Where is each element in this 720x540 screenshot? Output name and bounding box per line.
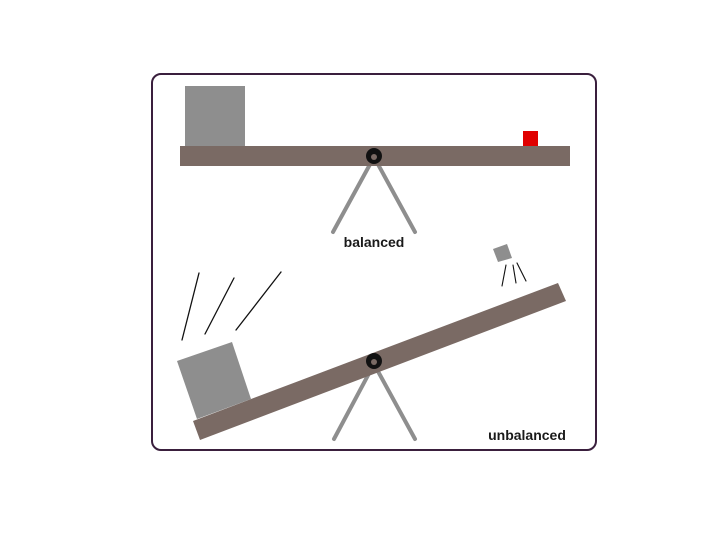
large-block — [185, 86, 245, 146]
light-block — [493, 244, 512, 262]
unbalanced-support-left-leg — [332, 362, 376, 441]
motion-line — [516, 262, 527, 282]
unbalanced-label: unbalanced — [488, 427, 566, 443]
motion-line — [501, 264, 507, 287]
heavy-block — [177, 342, 251, 419]
balanced-support-right-leg — [372, 155, 417, 234]
heavy-block-motion-lines — [181, 271, 282, 341]
motion-line — [204, 277, 235, 335]
motion-line — [512, 264, 517, 284]
unbalanced-seesaw: unbalanced — [177, 244, 566, 443]
motion-line — [235, 271, 282, 331]
balanced-seesaw: balanced — [180, 86, 570, 250]
motion-line — [181, 272, 200, 341]
balanced-support-left-leg — [331, 155, 376, 234]
balanced-pivot-highlight — [371, 154, 377, 160]
balanced-label: balanced — [344, 234, 405, 250]
unbalanced-pivot-highlight — [371, 359, 377, 365]
light-block-motion-lines — [501, 262, 527, 287]
small-red-weight — [523, 131, 538, 146]
unbalanced-support-right-leg — [372, 362, 417, 441]
